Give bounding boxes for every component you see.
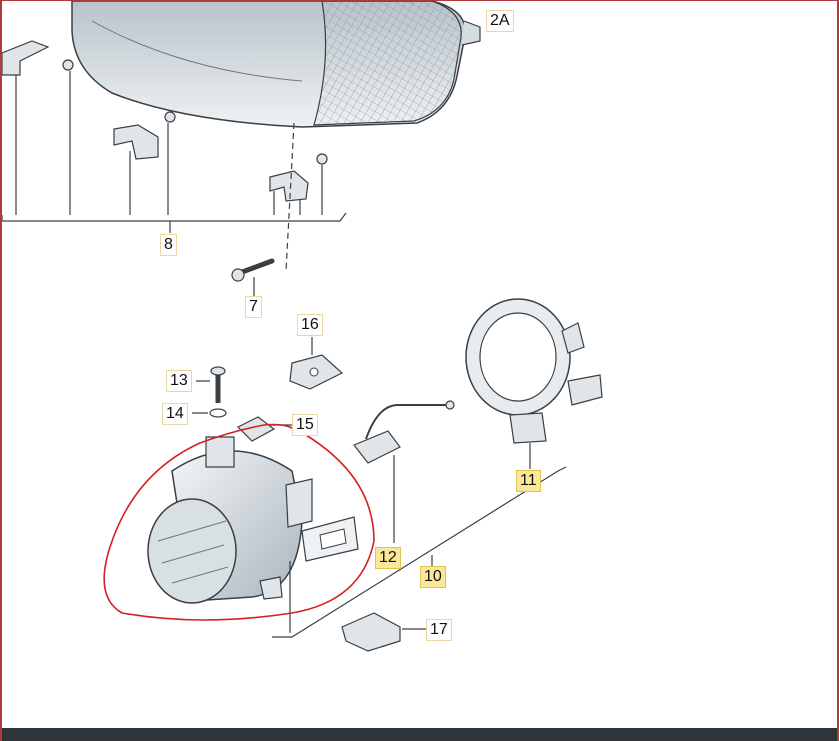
annotation-circle	[103, 423, 375, 621]
clip-17	[341, 612, 426, 652]
callout-10: 10	[420, 566, 446, 588]
clip-16	[289, 337, 344, 390]
callout-16: 16	[297, 314, 323, 336]
callout-14: 14	[162, 403, 188, 425]
screw-13-washer-14	[192, 366, 227, 418]
headlight-housing	[71, 1, 481, 128]
callout-13: 13	[166, 370, 192, 392]
callout-8: 8	[160, 234, 177, 256]
callout-12: 12	[375, 547, 401, 569]
fog-lamp-assembly	[147, 436, 359, 604]
bulb-12	[353, 400, 455, 543]
callout-7: 7	[245, 296, 262, 318]
callout-2A: 2A	[486, 10, 514, 32]
bracket-kit	[2, 40, 328, 202]
callout-15: 15	[292, 414, 318, 436]
callout-11: 11	[516, 470, 541, 492]
bulb-holder-11	[465, 298, 603, 469]
callout-17: 17	[426, 619, 452, 641]
screw-7	[231, 258, 275, 297]
leader-lines-8	[2, 71, 347, 272]
bottom-bar	[2, 728, 837, 741]
